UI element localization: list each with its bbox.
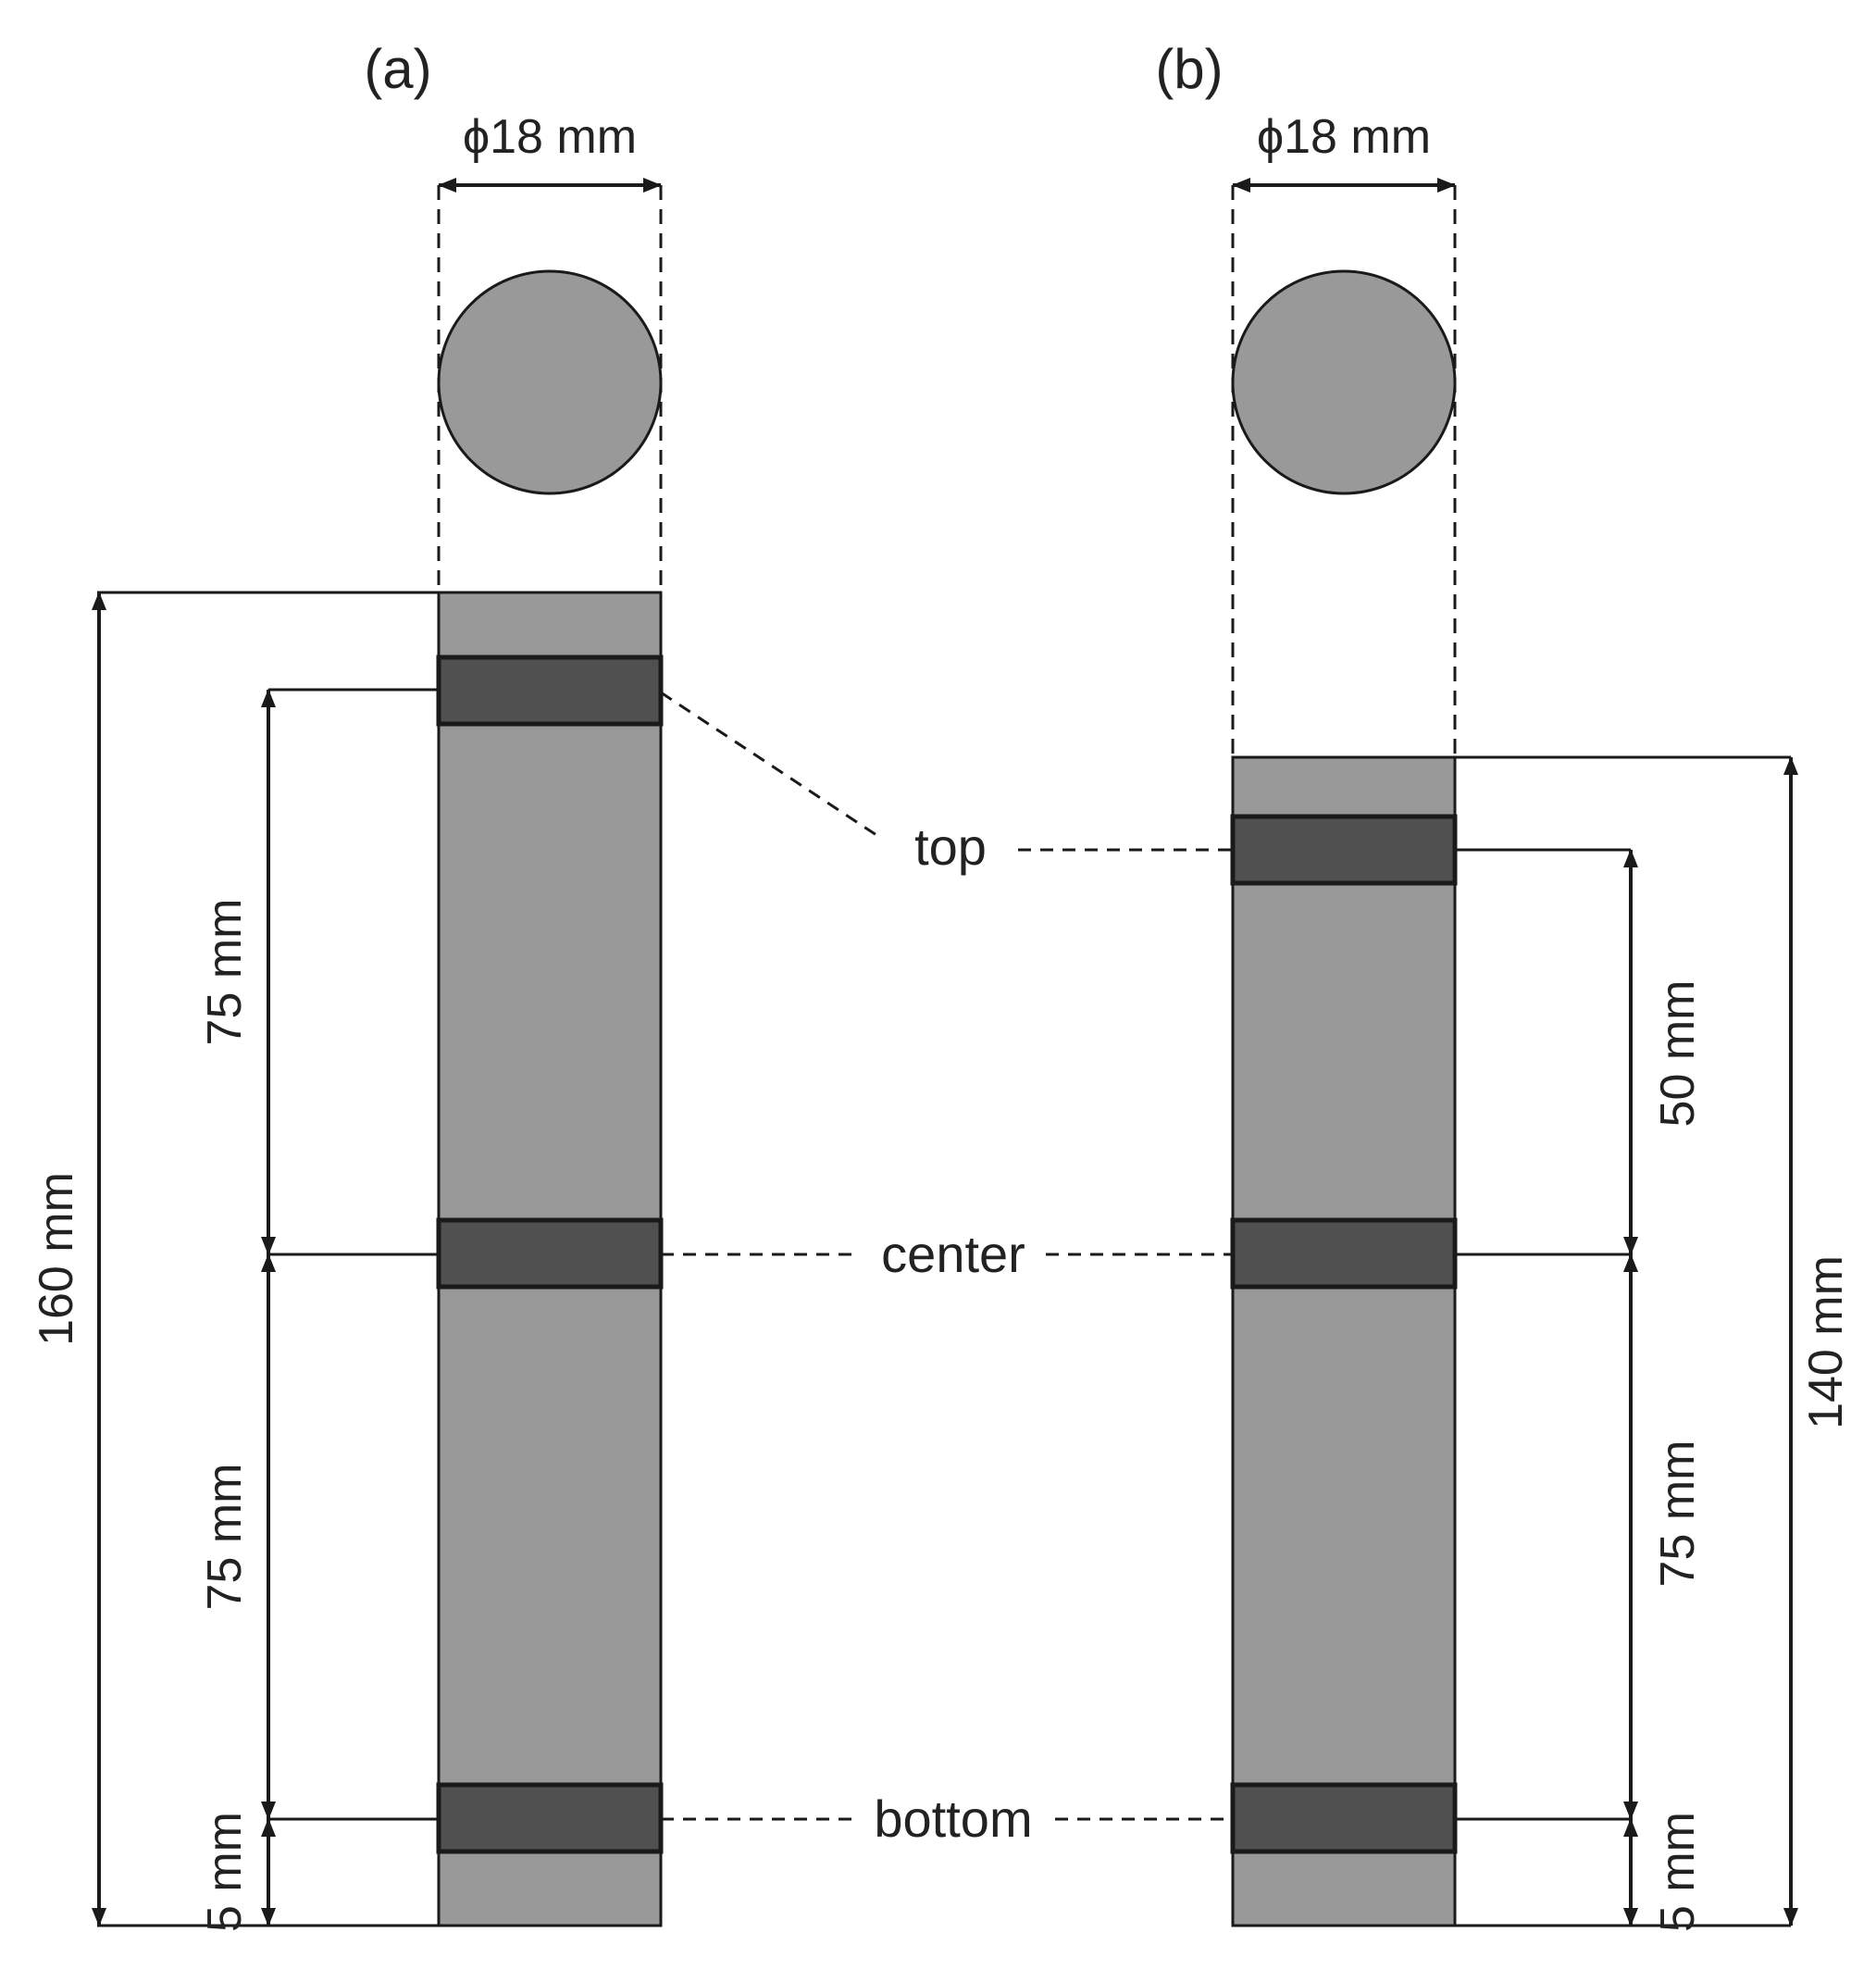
panel-a-sensor-top [436, 655, 664, 727]
panel-a-diameter-label: ϕ18 mm [463, 110, 637, 164]
panel-a-gap-top-center-label: 75 mm [198, 899, 252, 1046]
position-labels: top center bottom [660, 691, 1233, 1848]
panel-b-diameter-label: ϕ18 mm [1257, 110, 1431, 164]
panel-b-gap-top-center-label: 50 mm [1651, 980, 1705, 1128]
panel-b-cross-section [1231, 269, 1457, 495]
panel-b-sensor-center [1230, 1217, 1458, 1290]
panel-a-gap-center-bottom-label: 75 mm [198, 1464, 252, 1611]
panel-b-rod [1231, 755, 1457, 1927]
panel-b-sensor-bottom [1230, 1782, 1458, 1854]
panel-a-cross-section [437, 269, 663, 495]
panel-a-bottom-offset-label: 5 mm [198, 1812, 252, 1932]
label-top: top [914, 817, 987, 876]
panel-a-label: (a) [364, 38, 431, 100]
panel-b-label: (b) [1155, 38, 1223, 100]
label-bottom: bottom [874, 1789, 1032, 1848]
panel-b: (b) ϕ18 mm 140 mm 50 mm 75 mm 5 mm [1155, 38, 1853, 1932]
panel-a: (a) ϕ18 mm 160 mm 75 mm 75 mm 5 mm [30, 38, 664, 1932]
panel-b-gap-center-bottom-label: 75 mm [1651, 1440, 1705, 1588]
leader-top-a [660, 691, 880, 839]
panel-a-sensor-bottom [436, 1782, 664, 1854]
panel-a-total-length-label: 160 mm [30, 1172, 83, 1346]
label-center: center [881, 1225, 1025, 1283]
panel-b-bottom-offset-label: 5 mm [1651, 1812, 1705, 1932]
panel-b-sensor-top [1230, 814, 1458, 886]
panel-b-total-length-label: 140 mm [1799, 1255, 1853, 1429]
panel-a-sensor-center [436, 1217, 664, 1290]
